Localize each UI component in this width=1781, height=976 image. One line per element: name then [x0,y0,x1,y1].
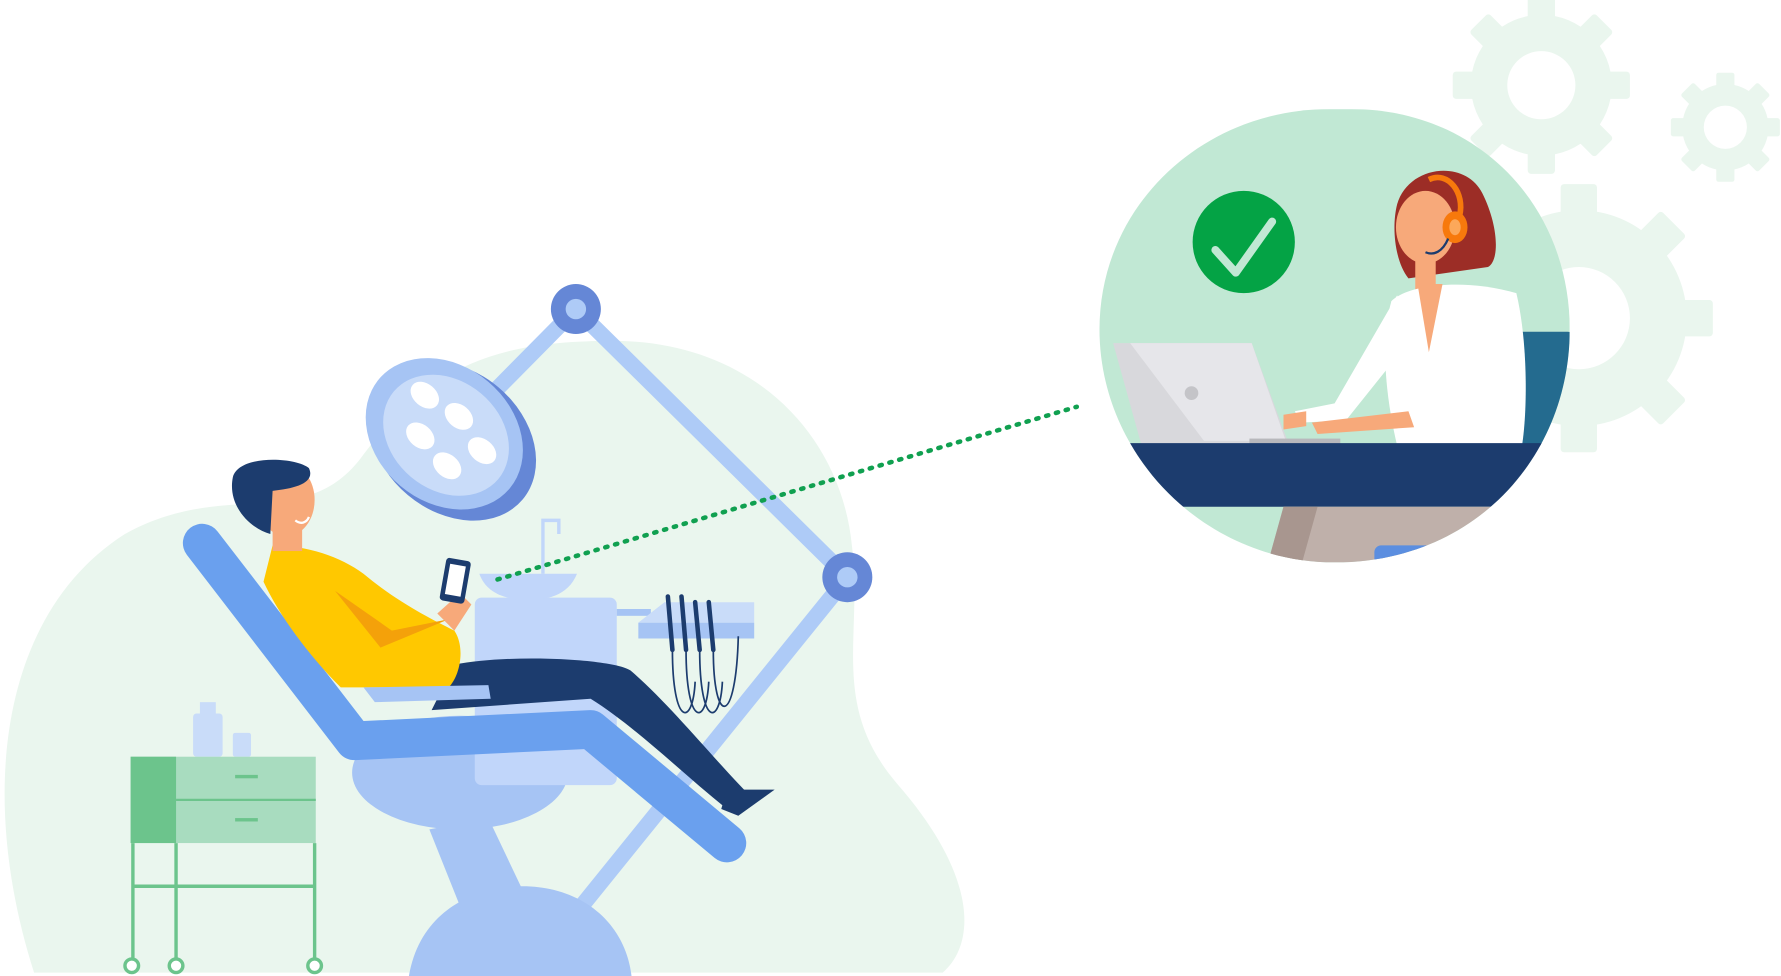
checkmark-icon [1192,190,1295,294]
instrument-tray [616,594,755,714]
support-agent-with-headset [1283,170,1526,446]
dental-chair-icon [182,523,747,863]
support-agent-scene [1099,109,1570,563]
patient-with-phone [231,459,775,816]
gear-icon [1670,72,1780,182]
dental-lamp-icon [365,358,537,521]
medicine-cabinet-icon [123,702,324,975]
gear-icon [1452,0,1630,174]
desk [1099,443,1570,507]
connection-line [495,404,1080,582]
laptop-icon [1113,343,1341,446]
